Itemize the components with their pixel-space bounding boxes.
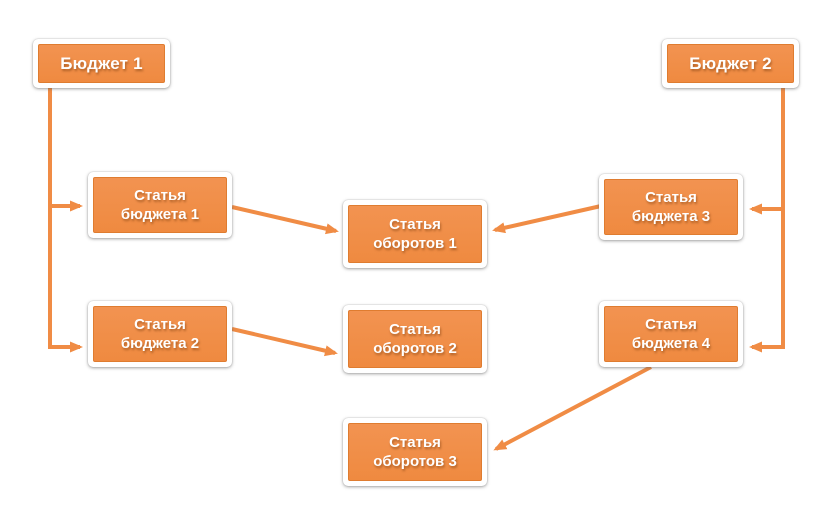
node-budget-article-4-fill: Статья бюджета 4 <box>604 306 738 362</box>
node-budget-2-fill: Бюджет 2 <box>667 44 794 83</box>
connector-budget2-article3 <box>749 88 785 215</box>
connector-budget1-article1 <box>48 88 83 212</box>
node-budget-article-3-label-line2: бюджета 3 <box>631 208 711 225</box>
node-turnover-article-2-fill: Статья оборотов 2 <box>348 310 482 368</box>
node-turnover-article-3: Статья оборотов 3 <box>343 418 487 486</box>
node-budget-2: Бюджет 2 <box>662 39 799 88</box>
connector-article4-turnover3 <box>493 365 652 451</box>
node-budget-article-1-label-line2: бюджета 1 <box>120 206 200 223</box>
connector-budget1-article2 <box>48 88 83 353</box>
node-budget-article-2-label-line2: бюджета 2 <box>120 335 200 352</box>
node-turnover-article-3-fill: Статья оборотов 3 <box>348 423 482 481</box>
node-turnover-article-3-label-line2: оборотов 3 <box>373 453 457 470</box>
node-budget-article-3-fill: Статья бюджета 3 <box>604 179 738 235</box>
node-budget-article-4-label-line2: бюджета 4 <box>631 335 711 352</box>
node-budget-article-2-fill: Статья бюджета 2 <box>93 306 227 362</box>
node-budget-1-fill: Бюджет 1 <box>38 44 165 83</box>
node-budget-article-1-label-line1: Статья <box>134 186 186 204</box>
node-budget-article-2-label-line1: Статья <box>134 315 186 333</box>
connector-article1-turnover1 <box>231 205 339 235</box>
node-turnover-article-1-fill: Статья оборотов 1 <box>348 205 482 263</box>
node-budget-article-3-label-line1: Статья <box>645 188 697 206</box>
node-turnover-article-1-label-line1: Статья <box>389 215 441 233</box>
node-budget-1-label: Бюджет 1 <box>60 53 143 73</box>
connector-article2-turnover2 <box>231 327 338 357</box>
node-turnover-article-2: Статья оборотов 2 <box>343 305 487 373</box>
node-turnover-article-1: Статья оборотов 1 <box>343 200 487 268</box>
node-budget-article-4: Статья бюджета 4 <box>599 301 743 367</box>
node-turnover-article-3-label-line1: Статья <box>389 433 441 451</box>
node-budget-article-3: Статья бюджета 3 <box>599 174 743 240</box>
node-budget-article-1: Статья бюджета 1 <box>88 172 232 238</box>
connector-budget2-article4 <box>749 88 785 353</box>
node-budget-article-1-fill: Статья бюджета 1 <box>93 177 227 233</box>
node-budget-1: Бюджет 1 <box>33 39 170 88</box>
node-turnover-article-2-label-line1: Статья <box>389 320 441 338</box>
node-turnover-article-2-label-line2: оборотов 2 <box>373 340 457 357</box>
node-budget-2-label: Бюджет 2 <box>689 53 772 73</box>
node-budget-article-4-label-line1: Статья <box>645 315 697 333</box>
connector-article3-turnover1 <box>492 204 602 234</box>
node-budget-article-2: Статья бюджета 2 <box>88 301 232 367</box>
node-turnover-article-1-label-line2: оборотов 1 <box>373 235 457 252</box>
